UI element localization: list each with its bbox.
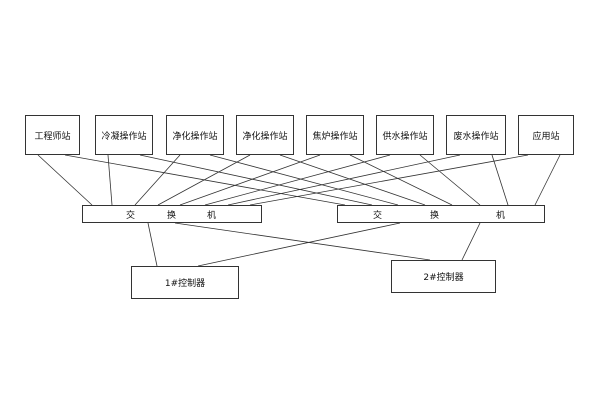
- wire-switch-1-to-controller-2: [174, 222, 431, 261]
- wire-switch-1-to-controller-1: [147, 222, 158, 267]
- wire-switch-2-to-controller-2: [461, 222, 481, 261]
- wire-station-8-to-switch-1: [249, 154, 529, 206]
- station-box-8: 应用站: [518, 115, 574, 155]
- switch-2-char-2: 换: [430, 211, 440, 221]
- wire-station-4-to-switch-1: [157, 154, 251, 206]
- wire-switch-2-to-controller-1: [197, 222, 401, 267]
- wire-station-3-to-switch-2: [209, 154, 399, 206]
- controller-label-1: 1#控制器: [164, 279, 206, 289]
- station-label-1: 工程师站: [34, 131, 71, 142]
- controller-box-2: 2#控制器: [391, 260, 496, 293]
- wire-station-5-to-switch-2: [349, 154, 453, 206]
- station-label-5: 焦炉操作站: [312, 131, 358, 142]
- station-box-7: 废水操作站: [446, 115, 506, 155]
- station-box-1: 工程师站: [25, 115, 80, 155]
- station-box-2: 冷凝操作站: [95, 115, 153, 155]
- wire-station-4-to-switch-2: [279, 154, 426, 206]
- station-label-3: 净化操作站: [172, 131, 218, 142]
- wire-station-7-to-switch-1: [227, 154, 461, 206]
- station-box-5: 焦炉操作站: [306, 115, 364, 155]
- controller-box-1: 1#控制器: [131, 266, 239, 299]
- station-label-2: 冷凝操作站: [101, 131, 147, 142]
- wire-station-5-to-switch-1: [179, 154, 321, 206]
- switch-box-2: [337, 205, 545, 223]
- station-label-8: 应用站: [532, 131, 560, 142]
- wire-station-2-to-switch-2: [139, 154, 373, 206]
- controller-label-2: 2#控制器: [423, 273, 464, 283]
- station-box-4: 净化操作站: [236, 115, 294, 155]
- wire-station-6-to-switch-2: [419, 154, 481, 206]
- wire-station-7-to-switch-2: [491, 154, 509, 206]
- wire-station-1-to-switch-1: [37, 154, 93, 206]
- station-label-4: 净化操作站: [242, 131, 288, 142]
- switch-1-char-1: 交: [126, 211, 136, 221]
- wire-station-8-to-switch-2: [534, 154, 561, 206]
- station-box-6: 供水操作站: [376, 115, 434, 155]
- station-label-6: 供水操作站: [382, 131, 428, 142]
- wire-station-2-to-switch-1: [107, 154, 113, 206]
- switch-1-char-3: 机: [207, 211, 217, 221]
- wire-station-3-to-switch-1: [134, 154, 181, 206]
- wire-station-6-to-switch-1: [204, 154, 391, 206]
- station-box-3: 净化操作站: [166, 115, 224, 155]
- switch-1-char-2: 换: [167, 211, 177, 221]
- station-label-7: 废水操作站: [453, 131, 499, 142]
- switch-2-char-1: 交: [373, 211, 383, 221]
- switch-2-char-3: 机: [496, 211, 506, 221]
- switch-box-1: [82, 205, 262, 223]
